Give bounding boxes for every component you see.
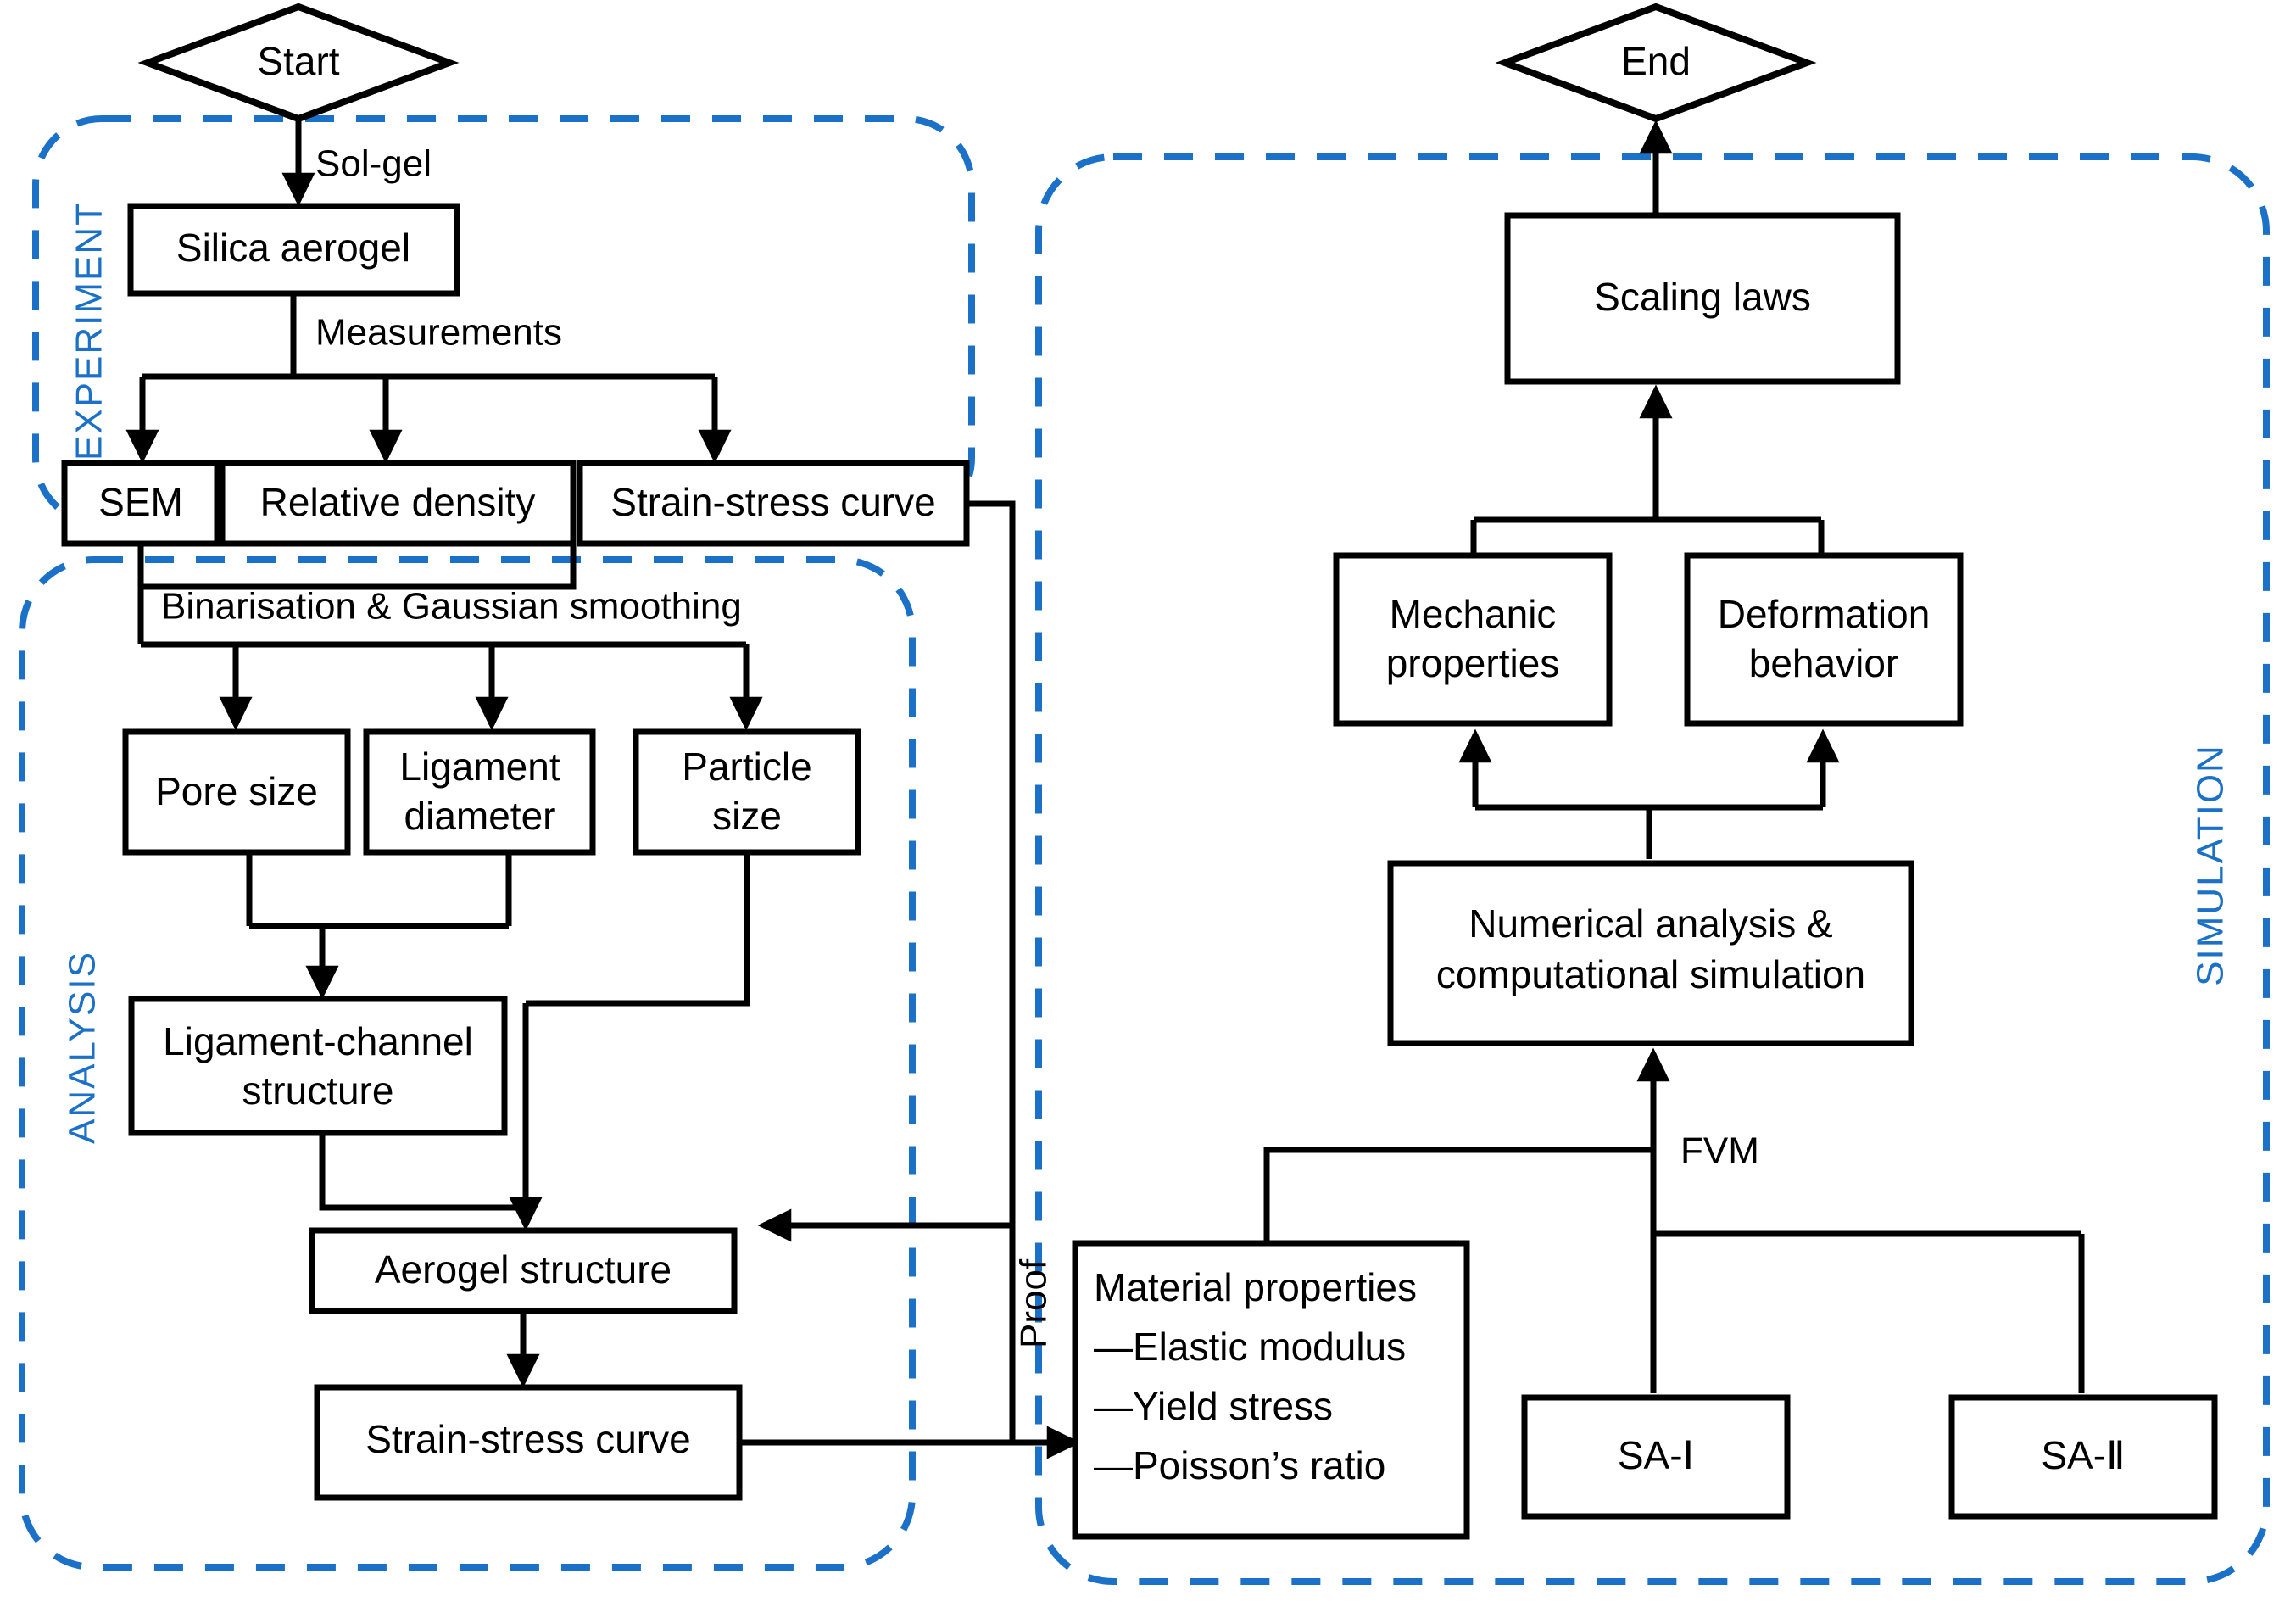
node-start-label: Start xyxy=(257,39,339,83)
node-sem xyxy=(61,460,220,547)
node-ligament-diameter xyxy=(363,728,596,856)
node-pore-size xyxy=(122,728,351,856)
node-mechanic-properties-line2: properties xyxy=(1386,641,1560,685)
node-sem-label: SEM xyxy=(98,480,183,524)
node-sa2 xyxy=(1948,1394,2218,1520)
node-ligament-channel xyxy=(128,996,508,1136)
node-sa2-label: SA-Ⅱ xyxy=(2041,1433,2125,1477)
node-exp-strain-stress-label: Strain-stress curve xyxy=(610,480,935,524)
node-material-properties-item-2: —Poisson’s ratio xyxy=(1094,1443,1385,1487)
group-label-analysis: ANALYSIS xyxy=(62,951,103,1144)
edge-ligament-channel-down xyxy=(319,1133,526,1211)
node-ligament-diameter-line2: diameter xyxy=(404,794,556,838)
node-silica-aerogel-label: Silica aerogel xyxy=(176,226,410,270)
node-scaling-laws xyxy=(1504,212,1901,385)
node-deformation-behavior xyxy=(1684,552,1964,727)
node-ana-strain-stress-label: Strain-stress curve xyxy=(365,1417,690,1461)
node-ligament-diameter-line1: Ligament xyxy=(399,745,560,789)
node-material-properties-title: Material properties xyxy=(1094,1265,1417,1309)
node-particle-size-line2: size xyxy=(712,794,782,838)
node-numerical-analysis-line2: computational simulation xyxy=(1436,952,1865,996)
node-material-properties-item-1: —Yield stress xyxy=(1094,1384,1333,1428)
node-pore-size-label: Pore size xyxy=(155,769,318,813)
group-box-analysis xyxy=(19,556,916,1571)
node-relative-density xyxy=(219,460,577,547)
edge-label-binarisation: Binarisation & Gaussian smoothing xyxy=(161,586,742,628)
node-deformation-behavior-line1: Deformation xyxy=(1718,592,1931,636)
node-mechanic-properties xyxy=(1333,552,1613,727)
group-label-experiment: EXPERIMENT xyxy=(69,201,110,460)
node-silica-aerogel xyxy=(127,203,460,297)
node-numerical-analysis xyxy=(1387,860,1914,1046)
group-label-simulation: SIMULATION xyxy=(2190,744,2232,986)
node-end-shape xyxy=(1495,3,1817,123)
edge-particle-size-down xyxy=(526,852,750,1007)
edge-exp-strain-stress-right-trunk xyxy=(757,500,1016,1242)
node-relative-density-label: Relative density xyxy=(260,480,536,524)
node-material-properties-item-0: —Elastic modulus xyxy=(1094,1325,1406,1369)
edge-material-properties-to-fvm xyxy=(1263,1147,1653,1243)
node-mechanic-properties-line1: Mechanic xyxy=(1390,592,1557,636)
node-deformation-behavior-line2: behavior xyxy=(1749,641,1898,685)
node-particle-size-line1: Particle xyxy=(682,745,811,789)
node-sa1 xyxy=(1521,1394,1791,1520)
node-sa1-label: SA-Ⅰ xyxy=(1618,1433,1694,1477)
node-end-label: End xyxy=(1621,39,1691,83)
node-aerogel-structure-label: Aerogel structure xyxy=(375,1247,672,1292)
node-ligament-channel-line1: Ligament-channel xyxy=(163,1019,473,1063)
node-scaling-laws-label: Scaling laws xyxy=(1594,275,1811,319)
edge-label-measurements: Measurements xyxy=(315,312,562,354)
node-exp-strain-stress xyxy=(577,460,970,547)
edge-label-sol-gel: Sol-gel xyxy=(315,143,432,185)
node-ligament-channel-line2: structure xyxy=(242,1068,394,1113)
group-box-simulation xyxy=(1035,153,2270,1585)
edge-label-fvm: FVM xyxy=(1680,1130,1759,1172)
edge-label-proof: Proof xyxy=(1013,1258,1055,1348)
edge-relative-density-down xyxy=(141,544,577,590)
node-numerical-analysis-line1: Numerical analysis & xyxy=(1468,901,1832,946)
node-material-properties xyxy=(1072,1240,1470,1540)
